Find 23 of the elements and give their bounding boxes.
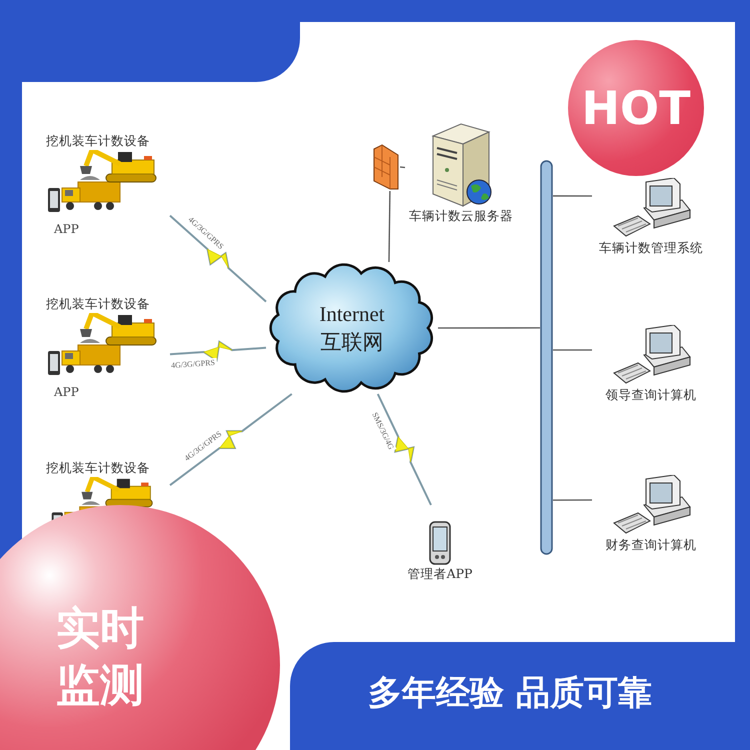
device-label: APP bbox=[54, 222, 79, 236]
node-label: 管理者APP bbox=[408, 566, 472, 583]
node-label: 挖机装车计数设备 bbox=[46, 460, 150, 477]
banner-text: 多年经验 品质可靠 bbox=[367, 672, 653, 715]
slogan-text: 实时监测 bbox=[56, 602, 145, 714]
wireless-link bbox=[169, 393, 292, 486]
wireless-link bbox=[170, 340, 266, 362]
cloud-label: Internet 互联网 bbox=[318, 300, 386, 356]
node-label: 车辆计数云服务器 bbox=[409, 208, 513, 225]
node-label: 财务查询计算机 bbox=[606, 537, 696, 554]
connector-line bbox=[438, 327, 540, 329]
connector-line bbox=[400, 166, 406, 168]
connector-line bbox=[553, 499, 592, 501]
node-label: 挖机装车计数设备 bbox=[46, 296, 150, 313]
connector-line bbox=[553, 195, 592, 197]
node-label: 领导查询计算机 bbox=[606, 387, 696, 404]
device-label: APP bbox=[54, 385, 79, 399]
connector-line bbox=[388, 191, 391, 262]
wireless-link bbox=[376, 394, 432, 506]
connector-line bbox=[553, 349, 592, 351]
wireless-link bbox=[169, 214, 267, 302]
node-label: 车辆计数管理系统 bbox=[599, 240, 703, 257]
node-label: 挖机装车计数设备 bbox=[46, 133, 150, 150]
